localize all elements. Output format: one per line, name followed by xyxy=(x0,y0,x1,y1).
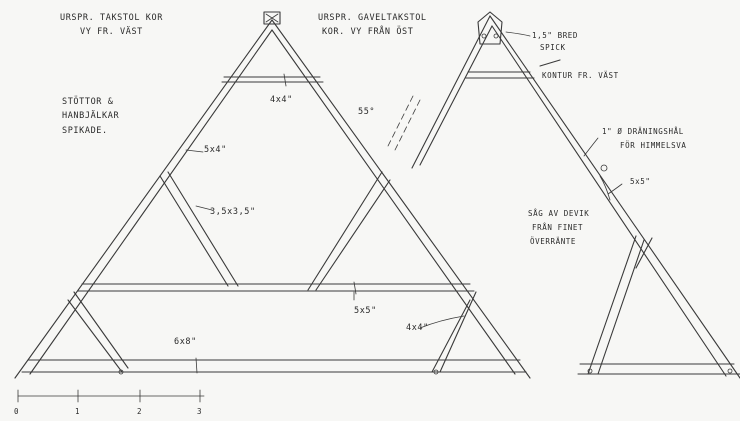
note-drain-line1: 1" Ø DRÄNINGSHÅL xyxy=(602,127,684,136)
dim-collar: 5x5" xyxy=(354,306,377,316)
dim-tie-beam: 6x8" xyxy=(174,337,197,347)
scale-tick-3: 3 xyxy=(197,407,202,416)
scale-tick-0: 0 xyxy=(14,407,19,416)
lower-left-strut-b xyxy=(73,291,129,369)
r-apex-plate xyxy=(477,11,503,45)
title-right-line1: URSPR. GAVELTAKSTOL xyxy=(318,13,427,23)
dim-right-rafter: 5x5" xyxy=(630,177,650,186)
left-rafter-inner xyxy=(29,29,273,375)
lower-right-strut-b xyxy=(439,291,477,373)
dim-lower-strut: 4x4" xyxy=(406,323,429,333)
scale-tick-1: 1 xyxy=(75,407,80,416)
note-supports-line2: HANBJÄLKAR xyxy=(62,110,119,121)
leaders xyxy=(185,31,623,329)
title-left-line2: VY FR. VÄST xyxy=(80,26,143,37)
left-brace-a xyxy=(159,175,229,287)
r-contour xyxy=(539,59,561,67)
scale-tick-2: 2 xyxy=(137,407,142,416)
r-lower-brace-a xyxy=(587,235,637,375)
right-rafter-inner xyxy=(271,29,516,375)
dim-top-collar: 4x4" xyxy=(270,95,293,105)
note-supports-line1: STÖTTOR & xyxy=(62,96,114,107)
apex-block xyxy=(263,11,281,25)
scale-bar: 0 1 2 3 xyxy=(14,389,205,416)
r-left-rafter-inner xyxy=(419,25,493,166)
title-left-line1: URSPR. TAKSTOL KOR xyxy=(60,13,163,23)
note-supports-line3: SPIKADE. xyxy=(62,126,108,136)
note-removed-line3: ÖVERRÄNTE xyxy=(530,237,576,246)
left-truss xyxy=(14,11,531,379)
right-rafter-outer xyxy=(271,19,531,379)
r-right-rafter-inner xyxy=(491,25,727,377)
r-left-rafter-outer xyxy=(411,15,491,169)
note-beam-end-line1: 1,5" BRED xyxy=(532,31,578,40)
r-right-rafter-outer xyxy=(489,15,740,379)
left-brace-b xyxy=(167,171,239,287)
note-drain-line2: FÖR HIMMELSVA xyxy=(620,141,687,150)
note-removed-line2: FRÅN FINET xyxy=(532,223,583,232)
note-beam-end-line2: SPICK xyxy=(540,43,566,52)
lower-right-strut-a xyxy=(431,299,471,373)
dim-brace: 3,5x3,5" xyxy=(210,207,256,217)
dim-rafter: 5x4" xyxy=(204,145,227,155)
right-truss xyxy=(411,11,740,379)
right-brace-b xyxy=(315,179,391,291)
note-removed-line1: SÅG AV DEVIK xyxy=(528,209,589,218)
title-right-line2: KOR. VY FRÅN ÖST xyxy=(322,25,413,37)
note-contour: KONTUR FR. VÄST xyxy=(542,71,619,80)
angle-label: 55° xyxy=(358,107,375,117)
right-brace-a xyxy=(307,171,383,291)
r-lower-brace-b xyxy=(597,239,645,375)
annotations: URSPR. TAKSTOL KOR VY FR. VÄST URSPR. GA… xyxy=(60,13,687,347)
drain-hole-icon xyxy=(600,164,608,172)
r-lower-brace-c xyxy=(635,237,653,269)
dashed-guide xyxy=(387,95,421,151)
left-rafter-outer xyxy=(14,19,273,379)
lower-left-strut-a xyxy=(67,299,123,373)
